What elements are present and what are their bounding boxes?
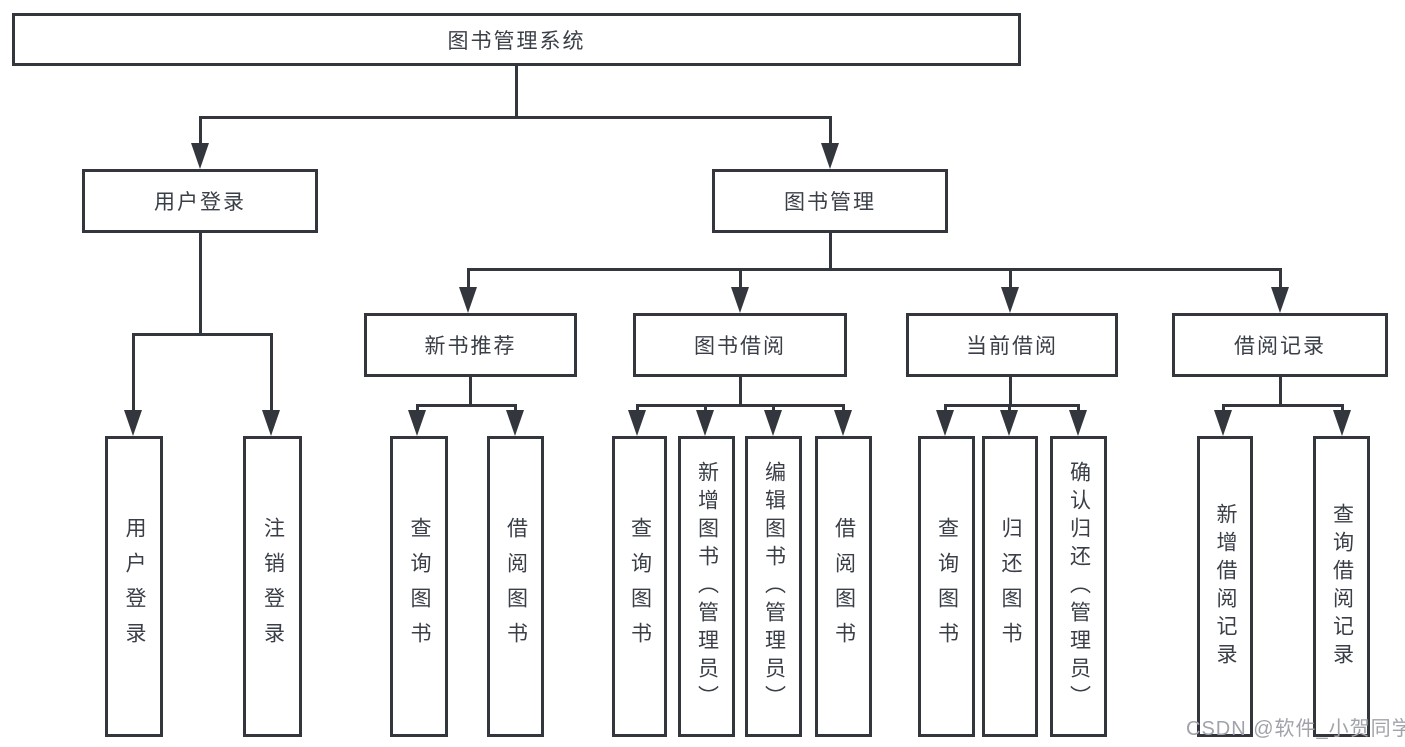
- connector-line: [829, 233, 832, 270]
- connector-line: [416, 404, 517, 407]
- connector-arrow: [1001, 287, 1019, 313]
- leaf-confirm-return-admin: 确认归还（管理员）: [1050, 436, 1107, 737]
- connector-line: [739, 377, 742, 406]
- leaf-logout: 注销登录: [243, 436, 302, 737]
- connector-arrow: [936, 410, 954, 436]
- leaf-borrow-books: 借阅图书: [815, 436, 872, 737]
- connector-line: [132, 333, 135, 413]
- connector-arrow: [1000, 410, 1018, 436]
- leaf-borrow-books-recommend: 借阅图书: [487, 436, 544, 737]
- node-book-borrow: 图书借阅: [633, 313, 847, 377]
- connector-line: [1009, 377, 1012, 406]
- connector-line: [199, 116, 202, 146]
- connector-line: [944, 404, 1080, 407]
- connector-line: [1279, 377, 1282, 406]
- connector-line: [199, 233, 202, 335]
- connector-line: [944, 404, 947, 414]
- connector-line: [772, 404, 775, 414]
- connector-arrow: [1069, 410, 1087, 436]
- connector-arrow: [262, 410, 280, 436]
- connector-arrow: [628, 410, 646, 436]
- connector-line: [1009, 268, 1012, 290]
- connector-arrow: [1271, 287, 1289, 313]
- connector-arrow: [834, 410, 852, 436]
- connector-line: [199, 116, 832, 119]
- connector-line: [636, 404, 845, 407]
- connector-line: [1222, 404, 1344, 407]
- node-borrow-records: 借阅记录: [1172, 313, 1388, 377]
- connector-line: [1077, 404, 1080, 414]
- connector-arrow: [696, 410, 714, 436]
- connector-line: [739, 268, 742, 290]
- connector-arrow: [459, 287, 477, 313]
- connector-line: [514, 404, 517, 414]
- connector-line: [467, 268, 1282, 271]
- node-current-borrow: 当前借阅: [906, 313, 1118, 377]
- connector-arrow: [764, 410, 782, 436]
- connector-line: [515, 66, 518, 117]
- connector-line: [469, 377, 472, 406]
- leaf-query-borrow-record: 查询借阅记录: [1313, 436, 1370, 737]
- connector-arrow: [124, 410, 142, 436]
- connector-line: [1279, 268, 1282, 290]
- leaf-return-books: 归还图书: [982, 436, 1038, 737]
- leaf-edit-book-admin: 编辑图书（管理员）: [745, 436, 802, 737]
- connector-arrow: [1214, 410, 1232, 436]
- leaf-add-borrow-record: 新增借阅记录: [1197, 436, 1253, 737]
- connector-line: [829, 116, 832, 146]
- connector-line: [1008, 404, 1011, 414]
- node-root: 图书管理系统: [12, 13, 1021, 66]
- connector-arrow: [821, 143, 839, 169]
- csdn-watermark: CSDN @软件_小贺同学: [1186, 718, 1405, 740]
- leaf-query-books-borrow: 查询图书: [612, 436, 667, 737]
- node-new-book-recommend: 新书推荐: [364, 313, 577, 377]
- leaf-query-books-recommend: 查询图书: [390, 436, 448, 737]
- connector-line: [704, 404, 707, 414]
- leaf-user-login: 用户登录: [105, 436, 163, 737]
- node-book-management: 图书管理: [712, 169, 948, 233]
- connector-arrow: [506, 410, 524, 436]
- connector-line: [636, 404, 639, 414]
- connector-line: [842, 404, 845, 414]
- connector-arrow: [731, 287, 749, 313]
- connector-arrow: [191, 143, 209, 169]
- connector-line: [416, 404, 419, 414]
- connector-arrow: [408, 410, 426, 436]
- connector-line: [1222, 404, 1225, 414]
- leaf-query-books-current: 查询图书: [918, 436, 975, 737]
- connector-line: [132, 333, 273, 336]
- connector-arrow: [1333, 410, 1351, 436]
- node-user-login: 用户登录: [82, 169, 318, 233]
- connector-line: [270, 333, 273, 413]
- connector-line: [1341, 404, 1344, 414]
- connector-line: [467, 268, 470, 290]
- leaf-add-book-admin: 新增图书（管理员）: [678, 436, 735, 737]
